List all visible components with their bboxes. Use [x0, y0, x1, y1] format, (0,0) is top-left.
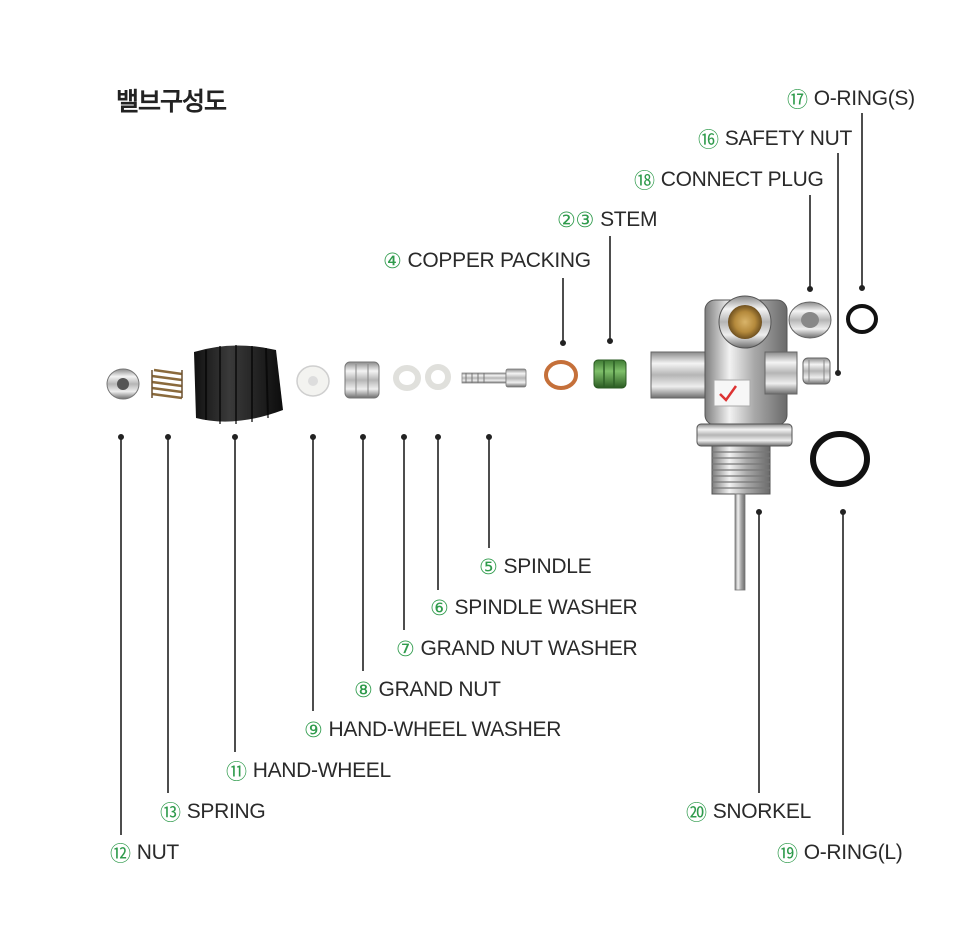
leader-lines	[118, 113, 865, 835]
part-number-badge: ⑱	[634, 170, 655, 193]
part-number-badge: ⑧	[354, 678, 373, 702]
label-hand-wheel-washer: ⑨ HAND-WHEEL WASHER	[304, 717, 561, 743]
part-name: NUT	[136, 841, 180, 864]
spindle-washer-part	[425, 364, 451, 390]
label-nut: ⑫ NUT	[110, 840, 179, 866]
part-name: SPINDLE WASHER	[454, 596, 638, 619]
diagram-title: 밸브구성도	[116, 87, 227, 116]
spring-part	[151, 368, 183, 400]
label-snorkel: ⑳ SNORKEL	[686, 799, 811, 825]
valve-body	[650, 295, 798, 591]
grand-nut-part	[344, 361, 380, 399]
part-name: HAND-WHEEL WASHER	[328, 718, 562, 741]
label-spindle: ⑤ SPINDLE	[479, 554, 592, 580]
hand-wheel-washer-part	[296, 365, 330, 397]
part-name: GRAND NUT WASHER	[420, 637, 638, 660]
part-name: COPPER PACKING	[407, 249, 592, 272]
label-grand-nut-washer: ⑦ GRAND NUT WASHER	[396, 636, 638, 662]
part-number-badge: ⑰	[787, 89, 808, 112]
part-number-badge: ②③	[557, 208, 595, 232]
part-number-badge: ⑲	[777, 843, 798, 866]
safety-nut-part	[802, 357, 831, 385]
label-spring: ⑬ SPRING	[160, 799, 266, 825]
label-hand-wheel: ⑪ HAND-WHEEL	[226, 758, 391, 784]
o-ring-l-part	[810, 431, 870, 487]
part-name: O-RING(L)	[803, 841, 903, 864]
part-name: GRAND NUT	[378, 678, 501, 701]
part-name: CONNECT PLUG	[660, 168, 824, 191]
label-o-ring-l: ⑲ O-RING(L)	[777, 840, 903, 866]
part-name: SAFETY NUT	[724, 127, 853, 150]
label-spindle-washer: ⑥ SPINDLE WASHER	[430, 595, 638, 621]
part-number-badge: ⑪	[226, 761, 247, 784]
part-number-badge: ⑯	[698, 129, 719, 152]
part-number-badge: ⑥	[430, 596, 449, 620]
stem-part	[593, 359, 627, 389]
spindle-part	[461, 368, 527, 388]
label-grand-nut: ⑧ GRAND NUT	[354, 677, 501, 703]
part-name: SPRING	[186, 800, 266, 823]
copper-packing-part	[544, 360, 578, 390]
connect-plug-part	[788, 301, 832, 339]
grand-nut-washer-part	[393, 365, 421, 391]
part-name: SNORKEL	[712, 800, 812, 823]
label-copper-packing: ④ COPPER PACKING	[383, 248, 591, 274]
hand-wheel-part	[194, 345, 283, 424]
part-number-badge: ⑦	[396, 637, 415, 661]
label-connect-plug: ⑱ CONNECT PLUG	[634, 167, 824, 193]
part-number-badge: ⑨	[304, 718, 323, 742]
nut-part	[106, 368, 140, 400]
part-number-badge: ⑫	[110, 843, 131, 866]
label-o-ring-s: ⑰ O-RING(S)	[787, 86, 915, 112]
part-number-badge: ⑬	[160, 802, 181, 825]
part-number-badge: ④	[383, 249, 402, 273]
part-number-badge: ⑤	[479, 555, 498, 579]
label-safety-nut: ⑯ SAFETY NUT	[698, 126, 852, 152]
o-ring-s-part	[846, 304, 878, 334]
part-name: O-RING(S)	[813, 87, 915, 110]
label-stem: ②③ STEM	[557, 207, 658, 233]
part-name: HAND-WHEEL	[252, 759, 391, 782]
part-name: SPINDLE	[503, 555, 592, 578]
part-name: STEM	[600, 208, 658, 231]
part-number-badge: ⑳	[686, 802, 707, 825]
